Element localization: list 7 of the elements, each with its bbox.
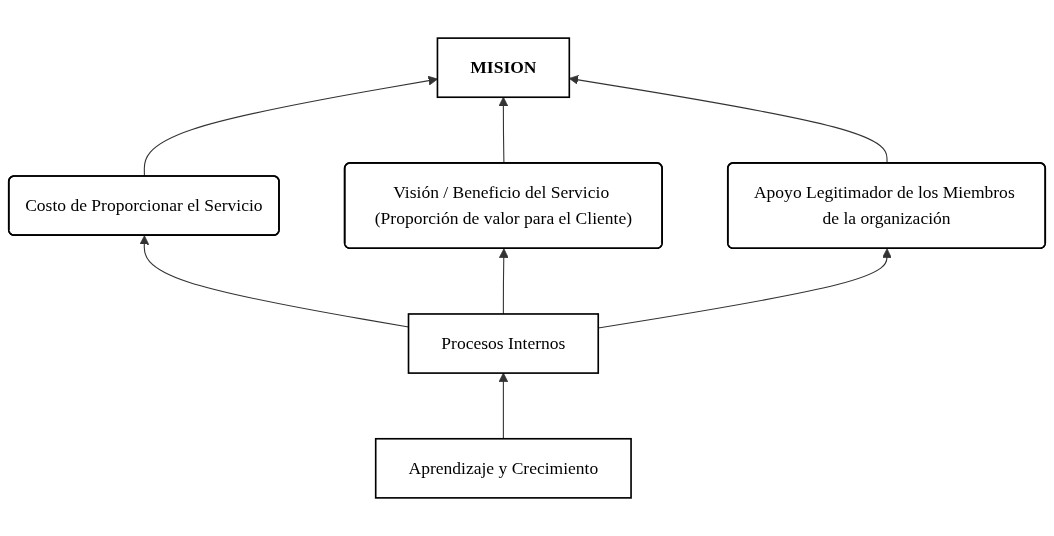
arrow xyxy=(498,96,509,164)
arrow xyxy=(143,75,438,178)
node-box: MISION xyxy=(436,37,571,99)
node-box: Procesos Internos xyxy=(407,313,600,374)
arrow xyxy=(498,248,509,315)
arrow xyxy=(498,372,509,440)
node-box: Aprendizaje y Crecimiento xyxy=(374,437,632,499)
